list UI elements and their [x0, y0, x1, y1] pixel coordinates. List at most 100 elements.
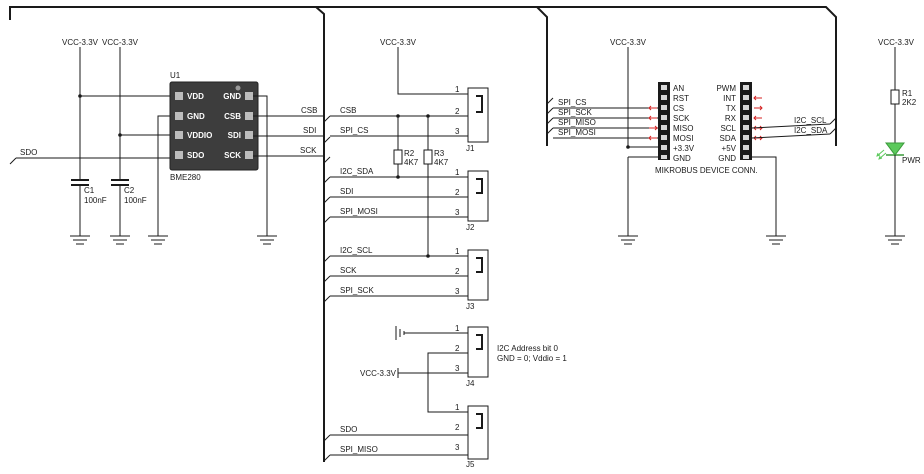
- svg-text:3: 3: [455, 443, 460, 452]
- svg-text:J5: J5: [466, 460, 475, 469]
- svg-text:SPI_MISO: SPI_MISO: [340, 445, 378, 454]
- svg-text:2: 2: [455, 344, 460, 353]
- svg-text:3: 3: [455, 364, 460, 373]
- jumper-j3: 1 2 3 J3: [455, 247, 489, 311]
- net-labels-mikrobus-left: SPI_CS SPI_SCK SPI_MISO SPI_MOSI: [558, 98, 596, 137]
- svg-text:SDI: SDI: [228, 131, 241, 140]
- svg-text:MOSI: MOSI: [673, 134, 693, 143]
- svg-text:AN: AN: [673, 84, 684, 93]
- svg-text:2: 2: [455, 267, 460, 276]
- svg-text:J2: J2: [466, 223, 475, 232]
- net-labels-u1-right: CSB SDI SCK: [300, 106, 317, 155]
- svg-text:PWR: PWR: [902, 156, 921, 165]
- net-labels-j2: I2C_SDA SDI SPI_MOSI: [340, 167, 378, 216]
- svg-text:SCK: SCK: [300, 146, 317, 155]
- svg-text:3: 3: [455, 287, 460, 296]
- address-note: I2C Address bit 0 GND = 0; Vddio = 1: [497, 344, 567, 363]
- svg-text:I2C_SDA: I2C_SDA: [340, 167, 374, 176]
- net-labels-j1: CSB SPI_CS: [340, 106, 368, 135]
- svg-text:GND: GND: [223, 92, 241, 101]
- svg-text:SCK: SCK: [340, 266, 357, 275]
- svg-text:I2C_SCL: I2C_SCL: [340, 246, 373, 255]
- svg-text:VCC-3.3V: VCC-3.3V: [878, 38, 915, 47]
- svg-text:VCC-3.3V: VCC-3.3V: [62, 38, 99, 47]
- svg-text:C2: C2: [124, 186, 135, 195]
- svg-text:100nF: 100nF: [84, 196, 107, 205]
- svg-text:J3: J3: [466, 302, 475, 311]
- svg-text:I2C_SDA: I2C_SDA: [794, 126, 828, 135]
- svg-text:SDI: SDI: [303, 126, 316, 135]
- svg-text:PWM: PWM: [716, 84, 736, 93]
- ground-symbol: [70, 235, 905, 245]
- vcc-label-j4: VCC-3.3V: [360, 369, 397, 378]
- capacitor-c1: C1 100nF: [71, 179, 107, 236]
- svg-text:1: 1: [455, 168, 460, 177]
- svg-text:2K2: 2K2: [902, 98, 917, 107]
- svg-text:J4: J4: [466, 379, 475, 388]
- svg-text:VCC-3.3V: VCC-3.3V: [610, 38, 647, 47]
- capacitor-c2: C2 100nF: [111, 179, 147, 236]
- vcc-label-mikrobus: VCC-3.3V: [610, 38, 647, 47]
- svg-text:+3.3V: +3.3V: [673, 144, 695, 153]
- svg-text:I2C Address bit 0: I2C Address bit 0: [497, 344, 558, 353]
- svg-text:I2C_SCL: I2C_SCL: [794, 116, 827, 125]
- svg-text:3: 3: [455, 127, 460, 136]
- svg-text:MIKROBUS DEVICE CONN.: MIKROBUS DEVICE CONN.: [655, 166, 758, 175]
- svg-text:4K7: 4K7: [404, 158, 419, 167]
- svg-text:SPI_CS: SPI_CS: [558, 98, 586, 107]
- svg-text:SPI_MOSI: SPI_MOSI: [340, 207, 378, 216]
- svg-text:GND = 0; Vddio = 1: GND = 0; Vddio = 1: [497, 354, 567, 363]
- svg-text:SPI_MISO: SPI_MISO: [558, 118, 596, 127]
- svg-text:SPI_CS: SPI_CS: [340, 126, 368, 135]
- svg-text:RST: RST: [673, 94, 689, 103]
- svg-text:CSB: CSB: [340, 106, 356, 115]
- svg-text:BME280: BME280: [170, 173, 201, 182]
- svg-text:R1: R1: [902, 89, 913, 98]
- svg-text:SDO: SDO: [340, 425, 357, 434]
- vcc-label-c1: VCC-3.3V: [62, 38, 99, 47]
- svg-text:GND: GND: [718, 154, 736, 163]
- svg-text:SPI_MOSI: SPI_MOSI: [558, 128, 596, 137]
- svg-text:SDI: SDI: [340, 187, 353, 196]
- svg-text:R2: R2: [404, 149, 415, 158]
- svg-text:SDO: SDO: [187, 151, 204, 160]
- svg-text:VDDIO: VDDIO: [187, 131, 212, 140]
- jumper-j2: 1 2 3 J2: [455, 168, 489, 232]
- svg-text:CSB: CSB: [224, 112, 241, 121]
- net-labels-mikrobus-right: I2C_SCL I2C_SDA: [794, 116, 828, 135]
- svg-text:2: 2: [455, 188, 460, 197]
- net-labels-j5: SDO SPI_MISO: [340, 425, 378, 454]
- svg-text:U1: U1: [170, 71, 181, 80]
- svg-text:SDA: SDA: [720, 134, 737, 143]
- svg-text:4K7: 4K7: [434, 158, 449, 167]
- vcc-label-j1: VCC-3.3V: [380, 38, 417, 47]
- svg-text:2: 2: [455, 107, 460, 116]
- svg-text:1: 1: [455, 324, 460, 333]
- vcc-label-led: VCC-3.3V: [878, 38, 915, 47]
- svg-text:CSB: CSB: [301, 106, 317, 115]
- jumper-j1: 1 2 3 J1: [455, 85, 489, 153]
- net-labels-j3: I2C_SCL SCK SPI_SCK: [340, 246, 374, 295]
- svg-text:SCK: SCK: [673, 114, 690, 123]
- bus-lines: [9, 6, 837, 462]
- svg-text:C1: C1: [84, 186, 95, 195]
- svg-text:TX: TX: [726, 104, 737, 113]
- svg-text:INT: INT: [723, 94, 736, 103]
- sensor-u1: U1 VDD GND VDDIO SDO GND CSB SDI SCK BME…: [169, 71, 259, 182]
- jumper-j4: 1 2 3 J4: [455, 324, 489, 388]
- svg-text:1: 1: [455, 247, 460, 256]
- svg-text:VCC-3.3V: VCC-3.3V: [102, 38, 139, 47]
- svg-text:J1: J1: [466, 144, 475, 153]
- svg-text:SCK: SCK: [224, 151, 241, 160]
- svg-text:SCL: SCL: [720, 124, 736, 133]
- svg-text:CS: CS: [673, 104, 684, 113]
- mikrobus-connector: AN RST CS SCK MISO MOSI +3.3V GND PWM IN…: [655, 82, 758, 175]
- ground-symbol-j4: [395, 326, 405, 340]
- svg-text:GND: GND: [187, 112, 205, 121]
- svg-text:R3: R3: [434, 149, 445, 158]
- svg-text:GND: GND: [673, 154, 691, 163]
- svg-text:1: 1: [455, 403, 460, 412]
- vcc-label-c2: VCC-3.3V: [102, 38, 139, 47]
- svg-text:100nF: 100nF: [124, 196, 147, 205]
- svg-text:VDD: VDD: [187, 92, 204, 101]
